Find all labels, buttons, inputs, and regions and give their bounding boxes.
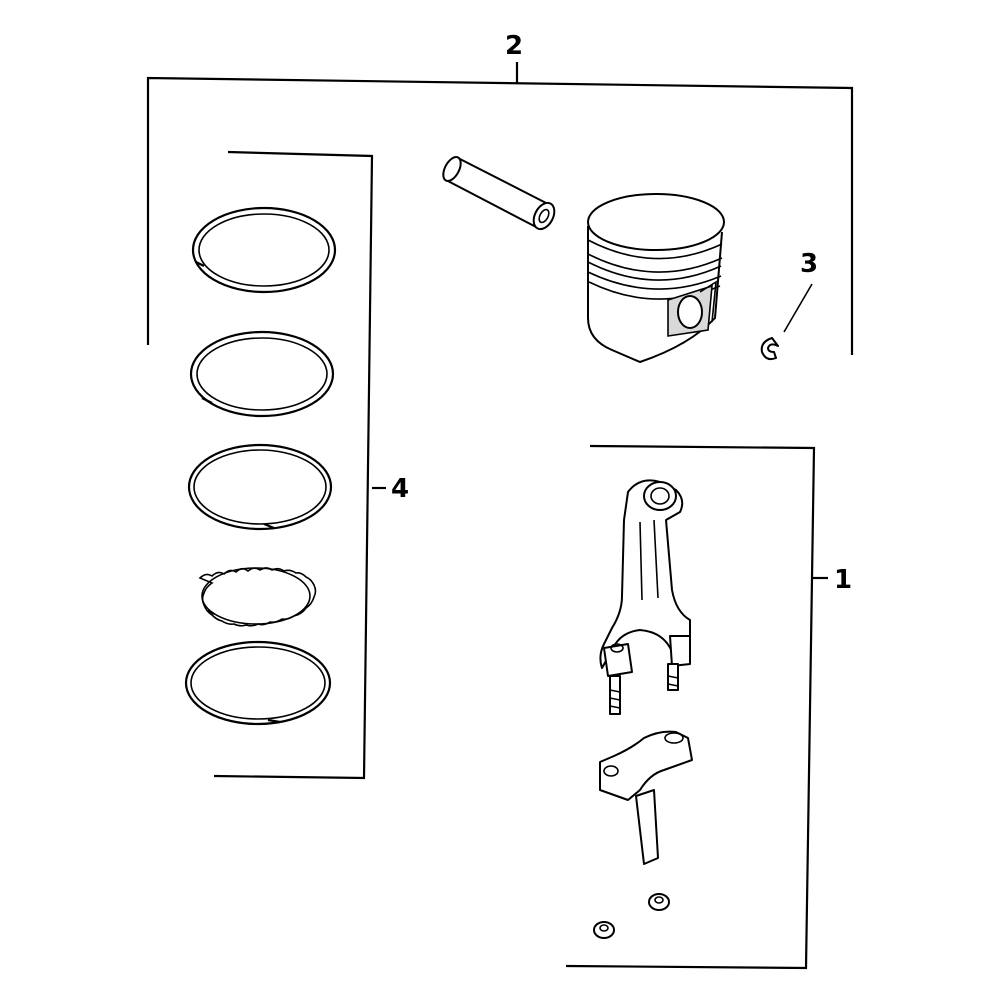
retaining-clip-icon bbox=[760, 337, 779, 361]
bracket-piston-assembly bbox=[146, 62, 854, 355]
piston-ring-1-icon bbox=[191, 206, 337, 294]
piston-pin-icon bbox=[442, 156, 556, 231]
piston-ring-5-icon bbox=[184, 640, 332, 726]
callout-4: 4 bbox=[391, 474, 409, 504]
nut-icon bbox=[648, 893, 670, 911]
rod-cap-icon bbox=[599, 730, 693, 865]
callout-1: 1 bbox=[834, 565, 852, 595]
callout-2: 2 bbox=[505, 31, 523, 61]
piston-ring-4-icon bbox=[198, 567, 317, 627]
piston-icon bbox=[587, 193, 725, 363]
bracket-ring-set bbox=[213, 150, 386, 780]
piston-ring-2-icon bbox=[189, 330, 335, 418]
nut-icon bbox=[593, 921, 615, 939]
bracket-connecting-rod bbox=[565, 444, 828, 970]
callout-3: 3 bbox=[800, 249, 818, 279]
connecting-rod-icon bbox=[599, 479, 691, 715]
leader-line-3 bbox=[783, 283, 813, 333]
piston-ring-3-icon bbox=[187, 443, 333, 531]
